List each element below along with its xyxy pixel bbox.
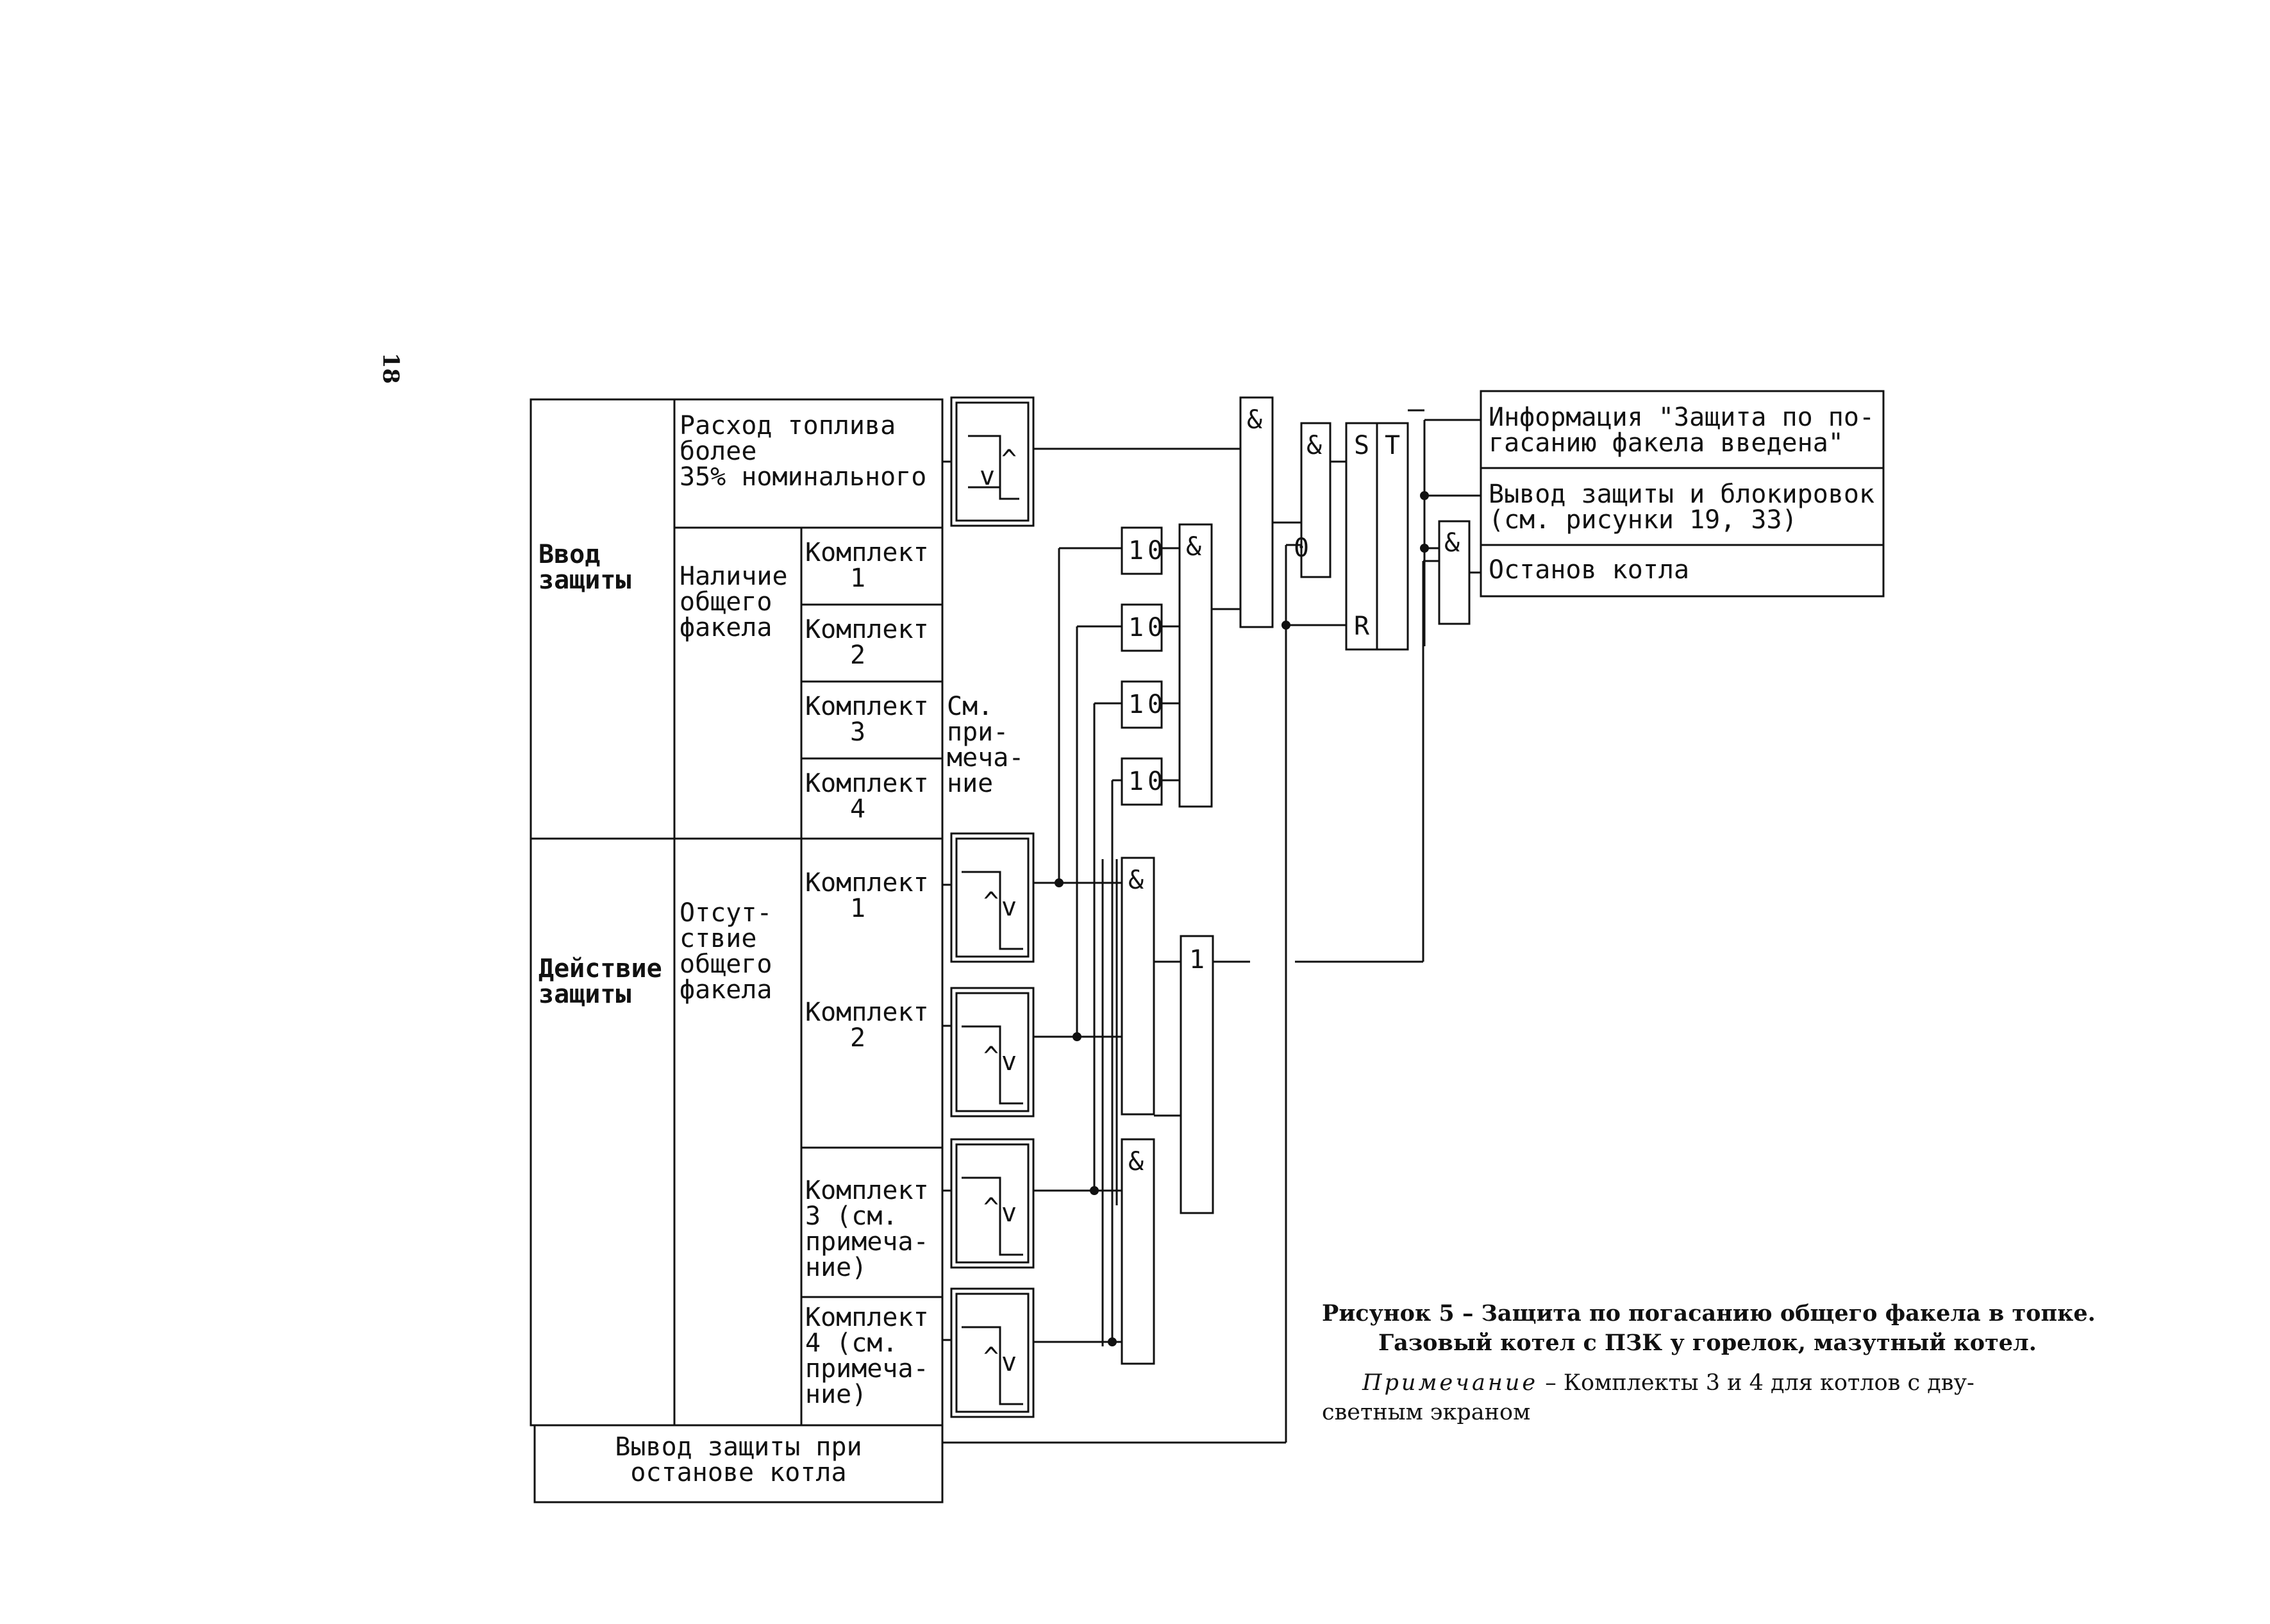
threshold-relay-k4: ^ v [950, 1287, 1035, 1418]
svg-text:0: 0 [1148, 536, 1163, 565]
svg-text:1: 1 [1128, 613, 1144, 642]
caption-note: Примечание – Комплекты 3 и 4 для котлов … [1362, 1370, 1974, 1396]
svg-text:&: & [1128, 1147, 1144, 1176]
svg-text:^: ^ [1001, 445, 1017, 474]
svg-text:1: 1 [1128, 536, 1144, 565]
svg-text:v: v [980, 462, 995, 491]
svg-text:0: 0 [1148, 613, 1163, 642]
svg-text:0: 0 [1148, 690, 1163, 719]
or-gate: 1 [1180, 935, 1214, 1214]
svg-text:S: S [1354, 431, 1369, 460]
svg-text:^: ^ [983, 887, 999, 917]
svg-text:^: ^ [983, 1343, 999, 1372]
figure-caption: Рисунок 5 – Защита по погасанию общего ф… [1322, 1300, 2096, 1425]
and-gate-k12: & [1121, 857, 1155, 1116]
svg-text:1: 1 [1128, 767, 1144, 796]
output-boxes: Информация "Защита по по-гасанию факела … [1480, 390, 1885, 598]
table-relay-connectors [942, 460, 951, 1341]
threshold-relay-k1: ^ v [950, 832, 1035, 963]
not-gate-4: 1 0 [1121, 757, 1163, 806]
caption-note-line2: светным экраном [1322, 1400, 1530, 1425]
junction-dots [1055, 491, 1429, 1346]
not-gate-3: 1 0 [1121, 680, 1163, 729]
svg-text:&: & [1186, 532, 1201, 562]
svg-text:&: & [1444, 528, 1460, 558]
svg-text:&: & [1128, 866, 1144, 895]
and-gate-presence: & [1178, 523, 1213, 808]
svg-text:R: R [1354, 612, 1370, 641]
svg-text:0: 0 [1294, 533, 1309, 563]
wiring [942, 409, 1481, 1444]
and-gate-k34: & [1121, 1138, 1155, 1365]
and-gate-main: & [1239, 396, 1274, 628]
not-gate-1: 1 0 [1121, 526, 1163, 575]
threshold-relay-k2: ^ v [950, 987, 1035, 1118]
svg-text:&: & [1306, 431, 1322, 460]
caption-title: Рисунок 5 – Защита по погасанию общего ф… [1322, 1300, 2096, 1327]
output-info-protection-enabled: Информация "Защита по по-гасанию факела … [1489, 403, 1874, 458]
caption-subtitle: Газовый котел с ПЗК у горелок, мазутный … [1378, 1330, 2037, 1356]
svg-text:^: ^ [983, 1193, 999, 1223]
svg-text:v: v [1001, 1047, 1017, 1076]
svg-text:1: 1 [1128, 690, 1144, 719]
and-gate-enable: & 0 [1294, 422, 1331, 578]
threshold-relay-k3: ^ v [950, 1138, 1035, 1269]
svg-text:&: & [1247, 405, 1262, 435]
and-gate-output: & [1438, 520, 1471, 625]
svg-text:v: v [1001, 892, 1017, 922]
page-number: 18 [378, 353, 404, 384]
svg-text:0: 0 [1148, 767, 1163, 796]
threshold-relay-fuel: v ^ [950, 396, 1035, 527]
not-gate-2: 1 0 [1121, 603, 1163, 652]
label-sm-primechanie: См.при-меча-ние [947, 692, 1024, 798]
output-boiler-stop: Останов котла [1489, 555, 1689, 585]
svg-text:T: T [1385, 431, 1400, 460]
output-protection-interlocks: Вывод защиты и блокировок(см. рисунки 19… [1489, 480, 1874, 535]
svg-text:^: ^ [983, 1042, 999, 1071]
svg-text:1: 1 [1189, 945, 1205, 975]
svg-text:v: v [1001, 1348, 1017, 1377]
sr-trigger: S T R [1345, 422, 1409, 651]
svg-text:v: v [1001, 1198, 1017, 1228]
